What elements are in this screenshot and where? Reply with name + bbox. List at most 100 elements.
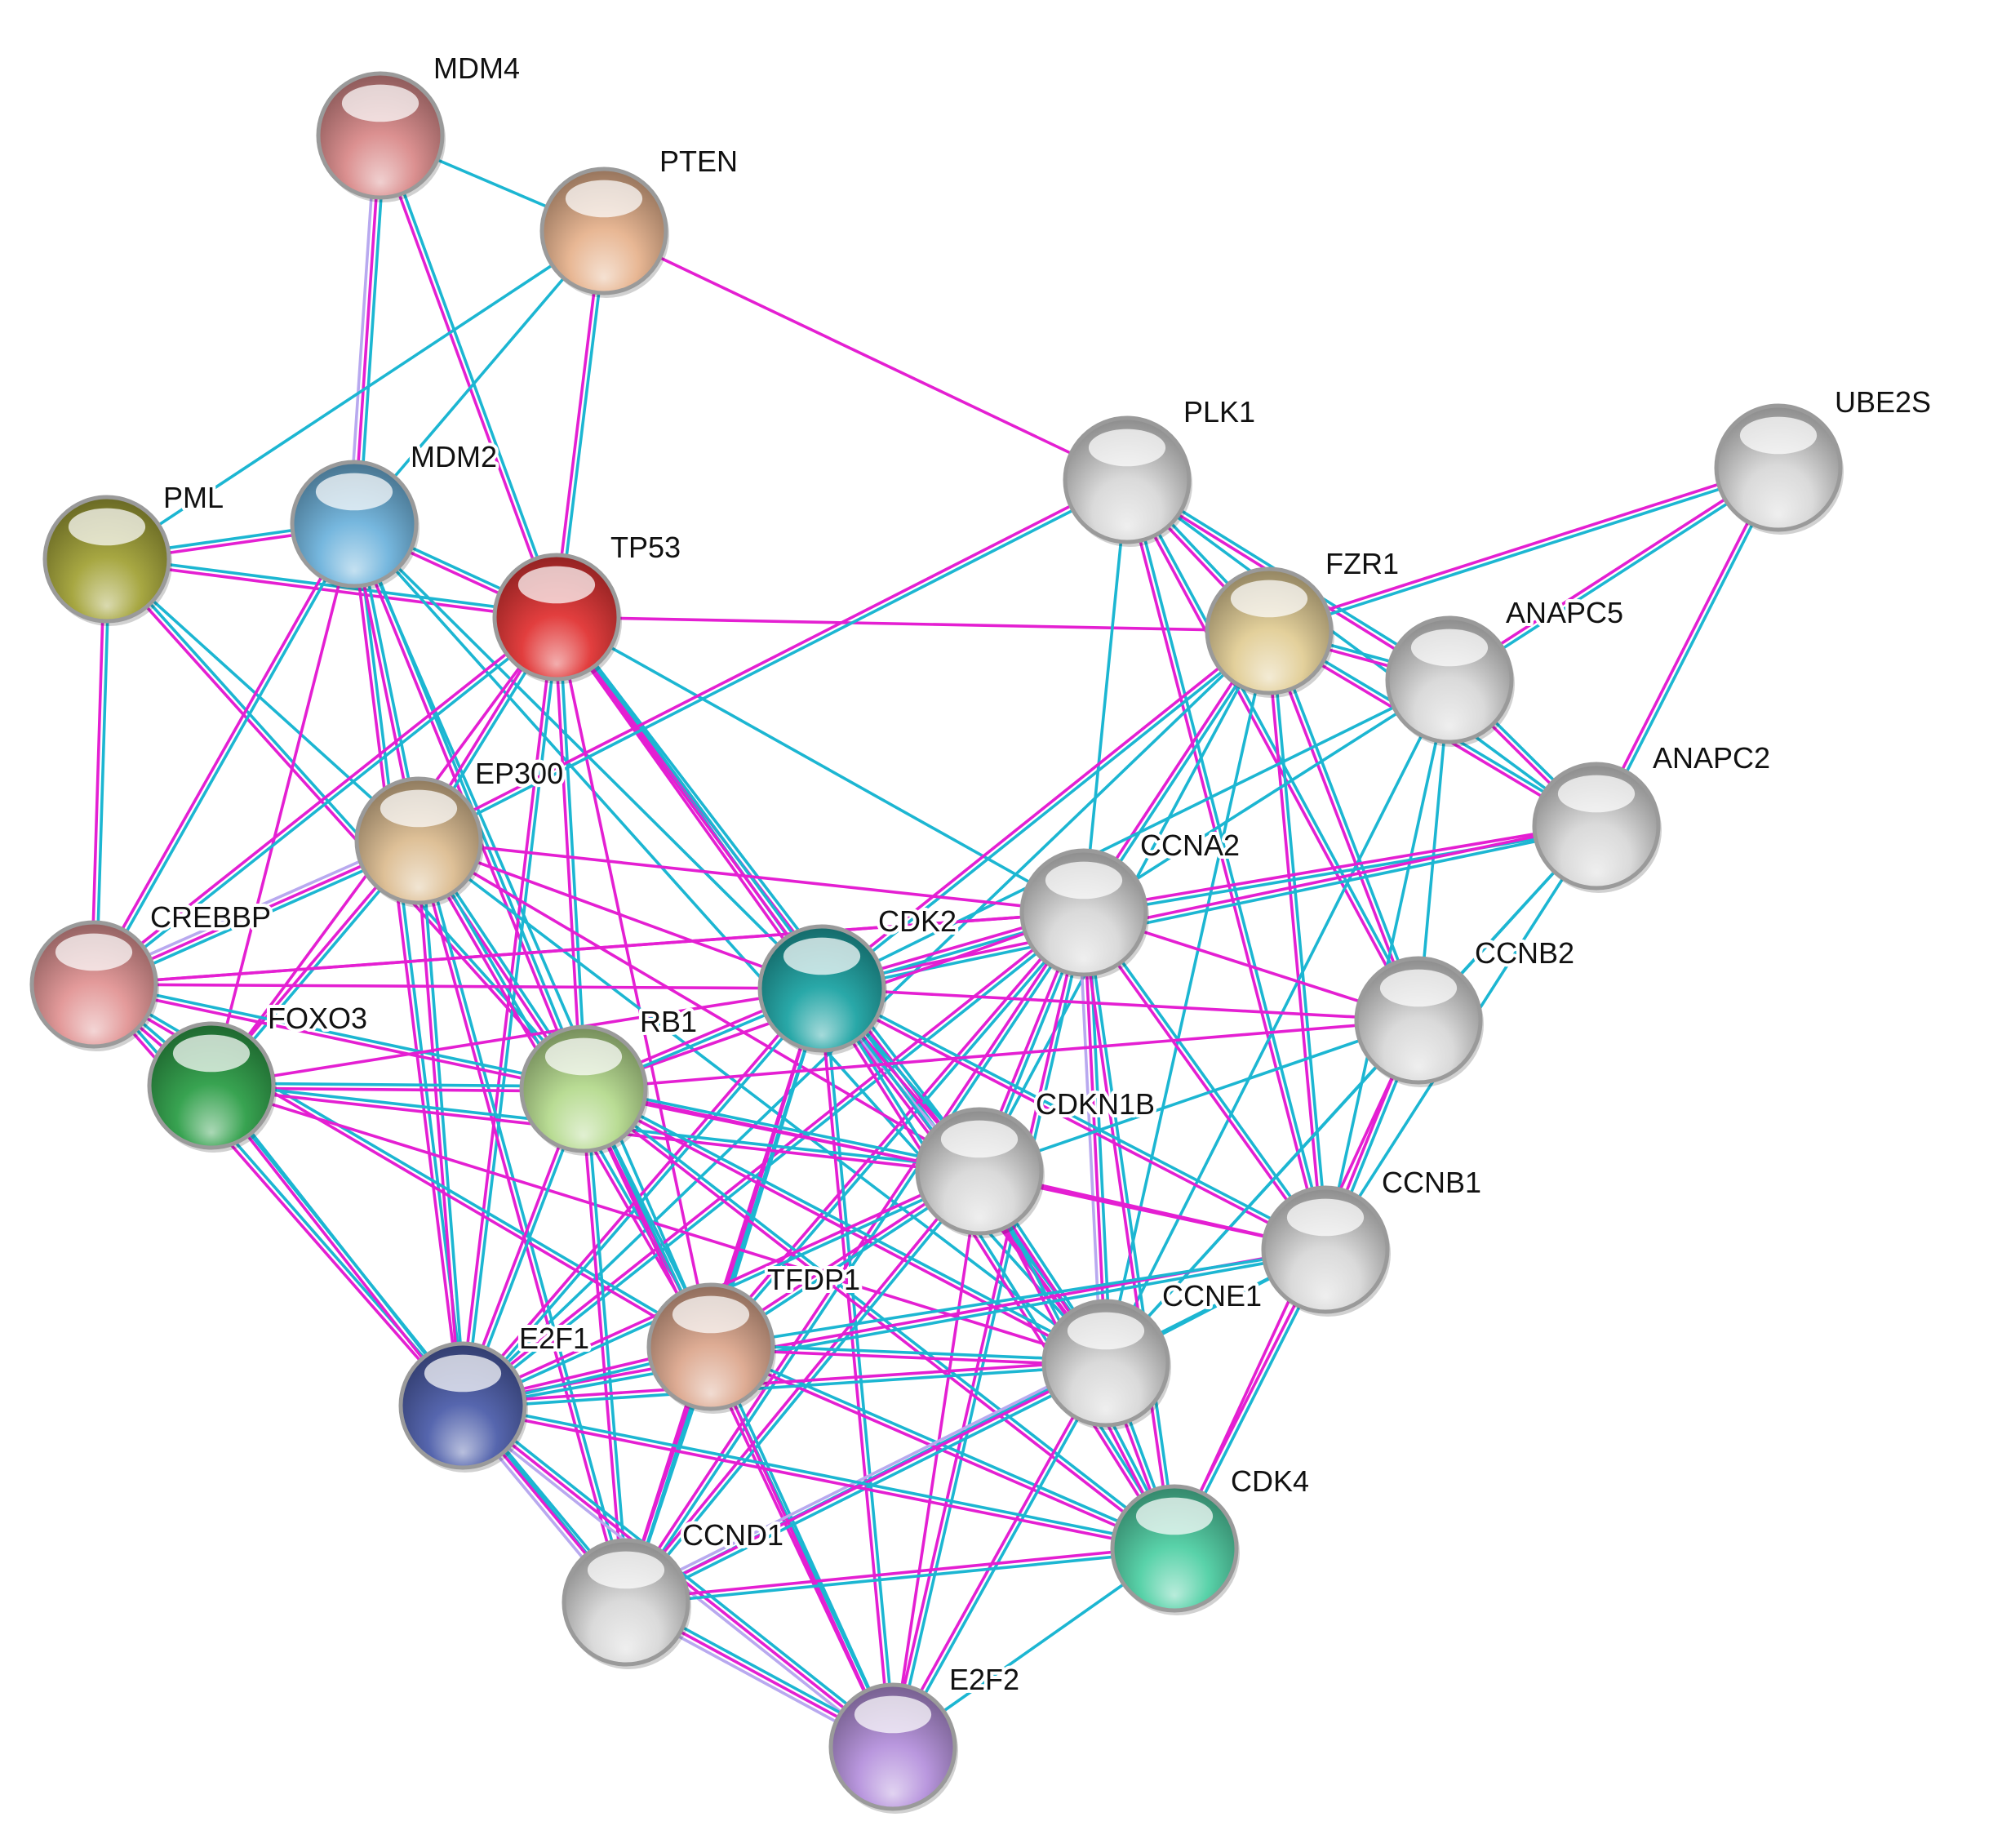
node-ube2s[interactable]: UBE2S bbox=[1714, 382, 1934, 535]
edge-tp53-ccna2 bbox=[555, 615, 1085, 914]
edge-ccna2-cdk4 bbox=[1085, 910, 1179, 1550]
node-mdm4[interactable]: MDM4 bbox=[316, 48, 523, 202]
edge-tfdp1-e2f2 bbox=[707, 1346, 893, 1750]
edge-plk1-ccnb2 bbox=[1123, 479, 1418, 1024]
node-pml[interactable]: PML bbox=[42, 478, 227, 626]
node-rb1[interactable]: RB1 bbox=[519, 1002, 700, 1156]
node-label-plk1: PLK1 bbox=[1183, 395, 1255, 429]
node-highlight bbox=[315, 473, 393, 511]
node-anapc2[interactable]: ANAPC2 bbox=[1532, 738, 1773, 893]
edge-fzr1-ccnb1 bbox=[1265, 629, 1325, 1252]
node-tfdp1[interactable]: TFDP1 bbox=[646, 1259, 863, 1414]
edge-pml-tp53 bbox=[104, 560, 558, 621]
edge-ccna2-ccnd1 bbox=[626, 912, 1088, 1606]
node-foxo3[interactable]: FOXO3 bbox=[147, 998, 371, 1153]
node-highlight bbox=[1379, 969, 1458, 1007]
node-ccna2[interactable]: CCNA2 bbox=[1019, 825, 1243, 980]
node-label-rb1: RB1 bbox=[640, 1005, 697, 1038]
edge-pten-mdm2 bbox=[353, 229, 606, 526]
edge-cdk2-cdk4 bbox=[818, 988, 1174, 1552]
edge-ccne1-e2f2 bbox=[889, 1360, 1106, 1748]
node-ccnd1[interactable]: CCND1 bbox=[562, 1515, 787, 1669]
edge-cdkn1b-e2f2 bbox=[891, 1170, 981, 1748]
node-ccne1[interactable]: CCNE1 bbox=[1041, 1276, 1265, 1430]
edge-rb1-cdk4 bbox=[584, 1085, 1178, 1548]
edge-pml-crebbp bbox=[90, 558, 106, 986]
edge-fzr1-ccnb2 bbox=[1265, 630, 1418, 1023]
node-highlight bbox=[1286, 1198, 1365, 1237]
edge-tp53-rb1 bbox=[557, 615, 588, 1091]
edge-anapc2-cdk2 bbox=[820, 827, 1599, 993]
edge-tp53-crebbp bbox=[91, 613, 557, 984]
edge-ccnb1-e2f1 bbox=[461, 1251, 1328, 1410]
node-cdk4[interactable]: CDK4 bbox=[1110, 1461, 1312, 1615]
edge-tp53-crebbp bbox=[94, 617, 560, 988]
edge-cdk2-ccnb1 bbox=[821, 984, 1329, 1250]
node-e2f2[interactable]: E2F2 bbox=[828, 1659, 1023, 1814]
node-highlight bbox=[380, 789, 458, 828]
node-highlight bbox=[1410, 629, 1489, 667]
edge-crebbp-rb1 bbox=[92, 980, 586, 1088]
edge-mdm4-tp53 bbox=[376, 135, 556, 620]
node-e2f1[interactable]: E2F1 bbox=[398, 1318, 593, 1473]
node-pten[interactable]: PTEN bbox=[539, 141, 741, 298]
edge-ube2s-fzr1 bbox=[1268, 469, 1781, 635]
node-fzr1[interactable]: FZR1 bbox=[1205, 544, 1402, 698]
edge-fzr1-cdk2 bbox=[822, 631, 1272, 993]
edge-ccna2-tfdp1 bbox=[707, 909, 1084, 1347]
edge-plk1-ccna2 bbox=[1082, 478, 1129, 914]
node-highlight bbox=[587, 1551, 665, 1589]
node-highlight bbox=[1088, 429, 1166, 467]
node-highlight bbox=[1135, 1497, 1214, 1535]
node-anapc5[interactable]: ANAPC5 bbox=[1385, 593, 1627, 747]
edge-foxo3-ccnd1 bbox=[210, 1084, 628, 1604]
node-label-ccnb2: CCNB2 bbox=[1475, 936, 1574, 970]
edge-anapc5-ccne1 bbox=[1104, 678, 1451, 1365]
edge-plk1-ccnb2 bbox=[1127, 477, 1423, 1021]
node-label-e2f1: E2F1 bbox=[519, 1322, 589, 1355]
node-ep300[interactable]: EP300 bbox=[354, 753, 566, 908]
edge-ep300-ccnd1 bbox=[419, 838, 630, 1604]
edge-mdm4-tp53 bbox=[381, 133, 561, 618]
node-label-pten: PTEN bbox=[659, 144, 738, 178]
edge-cdk2-ccnb2 bbox=[820, 987, 1420, 1022]
edge-tfdp1-e2f2 bbox=[711, 1344, 897, 1748]
node-ccnb1[interactable]: CCNB1 bbox=[1261, 1162, 1485, 1317]
node-plk1[interactable]: PLK1 bbox=[1063, 392, 1258, 547]
node-highlight bbox=[68, 508, 146, 546]
node-crebbp[interactable]: CREBBP bbox=[29, 897, 274, 1051]
edge-cdk2-e2f2 bbox=[823, 986, 897, 1748]
node-highlight bbox=[672, 1295, 750, 1334]
edge-tp53-e2f1 bbox=[464, 615, 561, 1408]
edge-anapc2-ccna2 bbox=[1082, 827, 1599, 917]
edge-pten-tp53 bbox=[553, 229, 603, 619]
node-label-pml: PML bbox=[163, 481, 224, 514]
node-label-anapc5: ANAPC5 bbox=[1506, 596, 1623, 629]
node-tp53[interactable]: TP53 bbox=[492, 527, 684, 684]
node-label-fzr1: FZR1 bbox=[1325, 547, 1399, 580]
node-highlight bbox=[1045, 861, 1123, 900]
node-ccnb2[interactable]: CCNB2 bbox=[1354, 933, 1578, 1087]
edge-rb1-ccne1 bbox=[583, 1085, 1109, 1363]
node-label-ccna2: CCNA2 bbox=[1140, 828, 1240, 862]
edge-ep300-e2f1 bbox=[419, 838, 467, 1407]
edge-pten-pml bbox=[105, 229, 606, 561]
node-label-mdm2: MDM2 bbox=[411, 440, 497, 473]
edge-ccne1-e2f1 bbox=[461, 1359, 1108, 1405]
edge-mdm2-crebbp bbox=[90, 521, 354, 985]
node-highlight bbox=[783, 937, 861, 975]
node-label-cdkn1b: CDKN1B bbox=[1036, 1087, 1155, 1121]
edge-mdm2-foxo3 bbox=[210, 522, 356, 1087]
node-cdkn1b[interactable]: CDKN1B bbox=[915, 1084, 1158, 1238]
edge-ccne1-e2f2 bbox=[893, 1362, 1110, 1750]
node-label-cdk4: CDK4 bbox=[1231, 1464, 1309, 1498]
node-label-ccne1: CCNE1 bbox=[1162, 1279, 1262, 1313]
edge-crebbp-cdk2 bbox=[92, 983, 823, 990]
node-mdm2[interactable]: MDM2 bbox=[290, 437, 500, 591]
node-cdk2[interactable]: CDK2 bbox=[757, 901, 960, 1055]
edge-ccna2-cdk4 bbox=[1080, 911, 1174, 1551]
node-label-cdk2: CDK2 bbox=[878, 904, 957, 938]
edge-plk1-ep300 bbox=[415, 476, 1128, 841]
node-highlight bbox=[940, 1120, 1019, 1158]
edge-anapc5-ccna2 bbox=[1082, 678, 1451, 914]
